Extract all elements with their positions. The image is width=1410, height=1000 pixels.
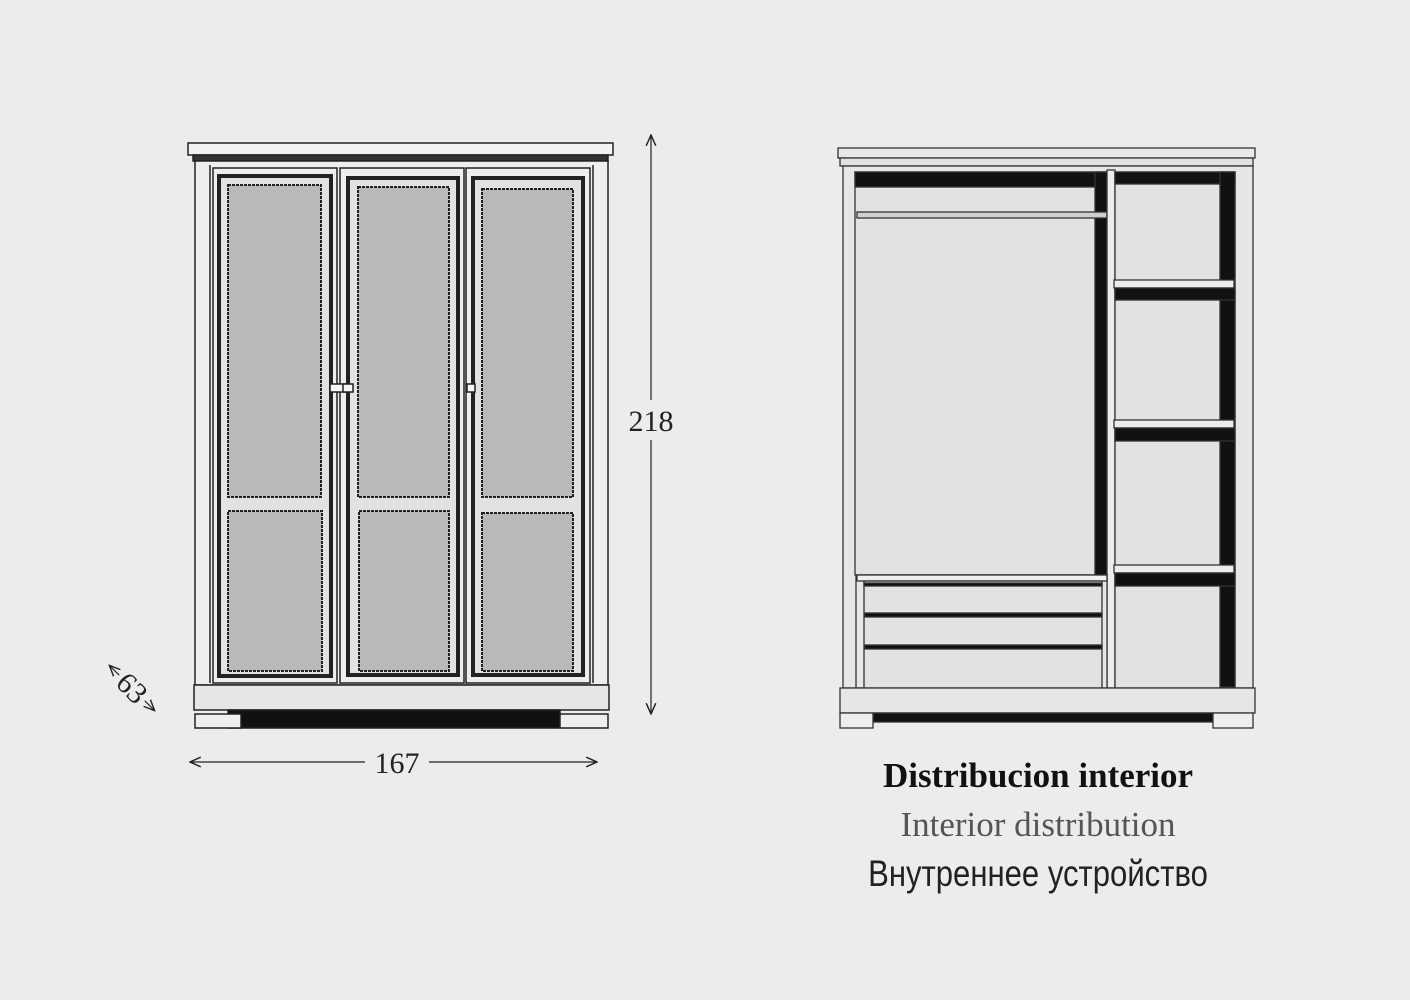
shelf bbox=[1113, 419, 1235, 429]
compartment-side-back bbox=[1094, 171, 1108, 576]
hanging-compartment bbox=[854, 171, 1108, 576]
height-label: 218 bbox=[629, 405, 674, 438]
base-recess bbox=[227, 709, 561, 729]
door-middle bbox=[339, 167, 465, 684]
handle-right bbox=[466, 383, 476, 393]
top-cornice bbox=[837, 147, 1256, 159]
foot-left bbox=[194, 713, 242, 729]
caption-russian: Внутреннее устройство bbox=[868, 854, 1208, 895]
height-dimension: 218 bbox=[622, 135, 680, 714]
drawer bbox=[864, 612, 1103, 618]
wardrobe-front-view bbox=[187, 142, 614, 729]
cornice-band bbox=[192, 154, 609, 162]
shelf-back bbox=[1114, 171, 1236, 185]
handle-middle bbox=[342, 383, 354, 393]
drawer bbox=[863, 582, 1103, 587]
door-left bbox=[212, 167, 338, 684]
foot-right bbox=[559, 713, 609, 729]
top-back-panel bbox=[854, 171, 1108, 188]
shelf-compartment bbox=[1113, 171, 1236, 689]
top-cornice bbox=[187, 142, 614, 156]
door-right bbox=[465, 167, 591, 684]
foot-right bbox=[1212, 712, 1254, 729]
cornice-band bbox=[839, 157, 1254, 167]
drawer bbox=[864, 644, 1103, 650]
width-label: 167 bbox=[375, 747, 420, 780]
width-dimension: 167 bbox=[190, 745, 597, 780]
plinth bbox=[193, 684, 610, 711]
hanging-rail bbox=[856, 211, 1108, 219]
plinth bbox=[839, 687, 1256, 714]
shelf bbox=[1113, 279, 1235, 289]
caption-spanish: Distribucion interior bbox=[883, 756, 1193, 795]
depth-dimension: 63 bbox=[97, 663, 157, 723]
foot-left bbox=[839, 712, 874, 729]
shelf bbox=[1113, 564, 1235, 574]
drawer-unit bbox=[855, 574, 1108, 689]
caption-english: Interior distribution bbox=[900, 805, 1175, 844]
center-divider bbox=[1106, 169, 1116, 689]
base-recess bbox=[872, 712, 1214, 723]
wardrobe-interior-view bbox=[837, 147, 1256, 729]
